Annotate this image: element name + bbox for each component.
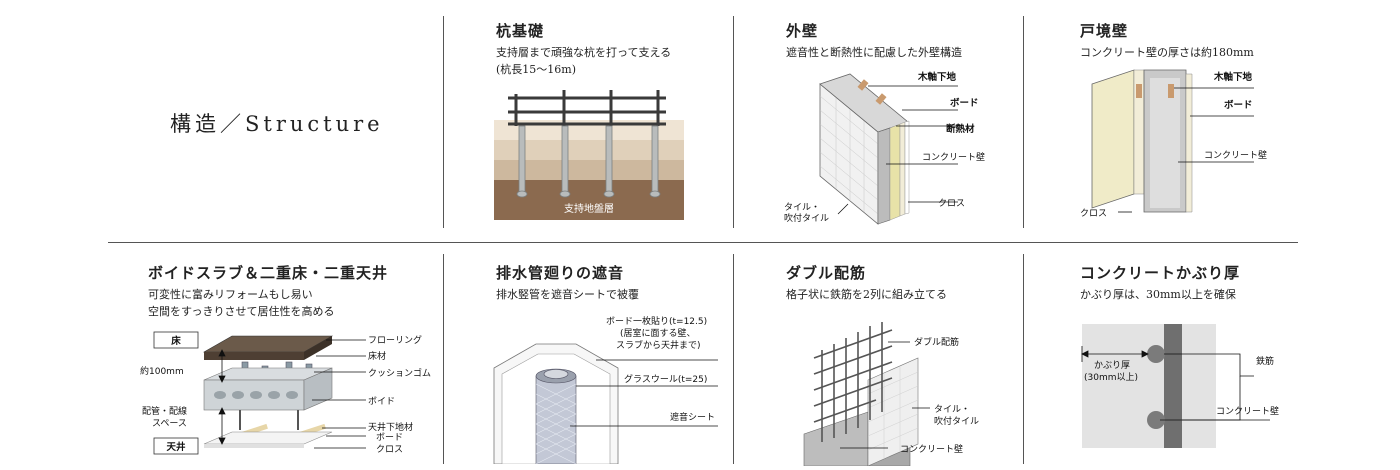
party-wall-label-concrete: コンクリート壁 <box>1204 149 1267 161</box>
outer-wall-desc: 遮音性と断熱性に配慮した外壁構造 <box>786 46 962 59</box>
double-rebar-illustration: ダブル配筋 タイル・ 吹付タイル コンクリート壁 <box>803 322 979 466</box>
void-slab-label-void: ボイド <box>368 396 395 407</box>
double-rebar-label-rebar: ダブル配筋 <box>914 336 959 348</box>
double-rebar-title: ダブル配筋 <box>786 264 867 282</box>
double-rebar-label-tile-2: 吹付タイル <box>934 415 979 427</box>
outer-wall-illustration: 木軸下地 ボード 断熱材 コンクリート壁 クロス タイル・ 吹付タイル <box>784 71 985 225</box>
void-slab-label-cloth: クロス <box>376 444 403 455</box>
cover-desc: かぶり厚は、30mm以上を確保 <box>1080 288 1236 301</box>
void-slab-label-100mm: 約100mm <box>140 365 184 377</box>
outer-wall-label-wood: 木軸下地 <box>917 71 957 83</box>
party-wall-label-cloth: クロス <box>1080 208 1107 219</box>
cover-title: コンクリートかぶり厚 <box>1080 264 1241 282</box>
outer-wall-title: 外壁 <box>786 22 819 40</box>
void-slab-label-floor-material: 床材 <box>368 350 386 362</box>
void-slab-label-board: ボード <box>376 432 403 443</box>
drain-label-board-3: スラブから天井まで) <box>616 339 701 351</box>
void-slab-illustration: 床 天井 <box>140 331 431 455</box>
divider-v3-bottom <box>1023 254 1024 464</box>
party-wall-illustration: 木軸下地 ボード コンクリート壁 クロス <box>1080 69 1267 219</box>
page-title: 構造／Structure <box>170 112 384 136</box>
pile-ground-label: 支持地盤層 <box>564 202 614 215</box>
divider-v1-bottom <box>443 254 444 464</box>
drain-label-board-1: ボード一枚貼り(t=12.5) <box>606 315 707 327</box>
outer-wall-label-tile-1: タイル・ <box>784 202 820 213</box>
divider-v2-top <box>733 16 734 228</box>
void-slab-label-piping-1: 配管・配線 <box>142 405 187 417</box>
divider-v2-bottom <box>733 254 734 464</box>
double-rebar-label-concrete: コンクリート壁 <box>900 443 963 455</box>
drain-pipe-illustration: ボード一枚貼り(t=12.5) (居室に面する壁、 スラブから天井まで) グラス… <box>493 315 718 464</box>
party-wall-title: 戸境壁 <box>1080 22 1129 40</box>
party-wall-label-wood: 木軸下地 <box>1213 71 1253 83</box>
drain-desc: 排水竪管を遮音シートで被覆 <box>496 288 639 301</box>
outer-wall-label-board: ボード <box>950 97 979 109</box>
divider-v1-top <box>443 16 444 228</box>
void-slab-desc-line1: 可変性に富みリフォームもし易い <box>148 288 313 301</box>
party-wall-label-board: ボード <box>1224 99 1253 111</box>
pile-title: 杭基礎 <box>496 22 545 40</box>
pile-desc-line2: (杭長15～16m) <box>496 63 577 76</box>
void-slab-label-flooring: フローリング <box>368 334 422 346</box>
drain-title: 排水管廻りの遮音 <box>496 264 625 282</box>
cover-label-cover-2: (30mm以上) <box>1084 372 1138 383</box>
divider-horizontal <box>108 242 1298 243</box>
void-slab-label-floor: 床 <box>171 335 181 347</box>
divider-v3-top <box>1023 16 1024 228</box>
cover-label-concrete: コンクリート壁 <box>1216 405 1279 417</box>
pile-foundation-illustration: 支持地盤層 <box>494 90 684 220</box>
outer-wall-label-concrete: コンクリート壁 <box>922 151 985 163</box>
concrete-cover-illustration: かぶり厚 (30mm以上) 鉄筋 コンクリート壁 <box>1081 324 1279 448</box>
void-slab-desc-line2: 空間をすっきりさせて居住性を高める <box>148 305 335 318</box>
party-wall-desc: コンクリート壁の厚さは約180mm <box>1080 46 1254 59</box>
void-slab-label-ceiling-base: 天井下地材 <box>368 421 413 433</box>
void-slab-label-piping-2: スペース <box>152 419 187 429</box>
void-slab-title: ボイドスラブ＆二重床・二重天井 <box>148 264 389 282</box>
outer-wall-label-insulation: 断熱材 <box>946 123 975 135</box>
double-rebar-desc: 格子状に鉄筋を2列に組み立てる <box>786 288 947 301</box>
drain-label-glass-wool: グラスウール(t=25) <box>624 373 707 385</box>
outer-wall-label-cloth: クロス <box>938 198 965 209</box>
pile-desc-line1: 支持層まで頑強な杭を打って支える <box>496 46 672 59</box>
outer-wall-label-tile-2: 吹付タイル <box>784 212 829 224</box>
void-slab-label-cushion: クッションゴム <box>368 367 431 379</box>
void-slab-label-ceiling: 天井 <box>166 441 186 453</box>
drain-label-sound-sheet: 遮音シート <box>670 411 715 423</box>
cover-label-cover-1: かぶり厚 <box>1094 360 1130 371</box>
double-rebar-label-tile-1: タイル・ <box>934 404 970 415</box>
drain-label-board-2: (居室に面する壁、 <box>620 327 696 339</box>
cover-label-rebar: 鉄筋 <box>1256 355 1274 367</box>
